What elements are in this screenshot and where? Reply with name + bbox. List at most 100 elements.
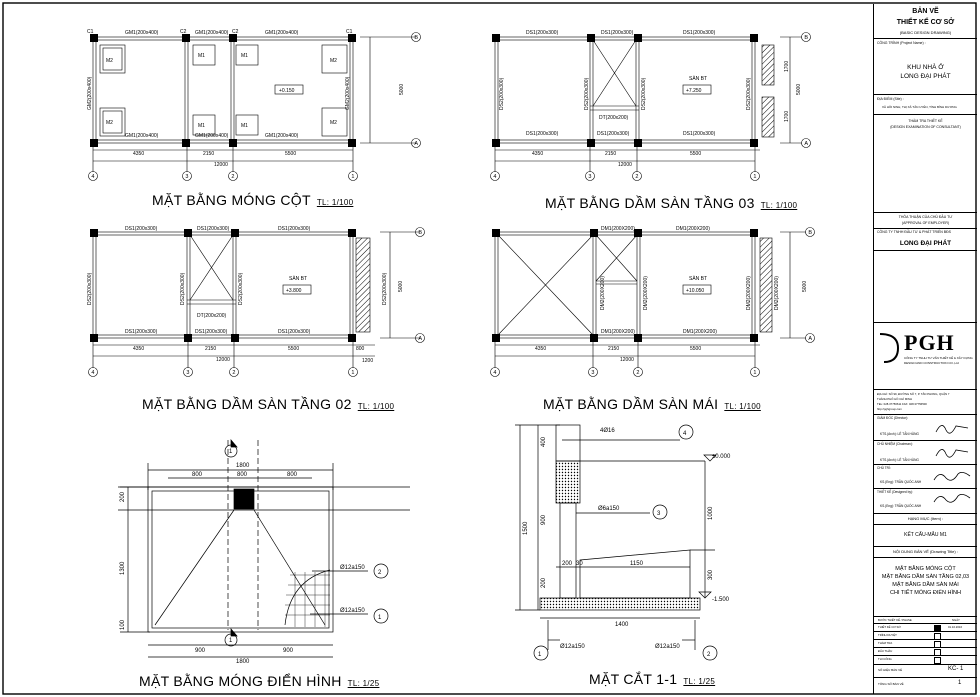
tb-label: THỎA THUẬN CỦA CHỦ ĐẦU TƯ [898,215,953,219]
rebar-label: Ø12a150 [655,644,680,650]
axis-bubble: 4 [91,370,94,376]
rebar-label: Ø6a150 [598,506,620,512]
beam-label: DS2(200x300) [238,272,244,305]
footing-label: M1 [241,123,248,129]
signer-role: GIÁM ĐỐC (Director): [877,416,909,420]
rebar-label: Ø12a150 [560,644,585,650]
section-marker: 1 [229,449,233,455]
beam-label: DS2(200x300) [499,77,505,110]
item-name: KẾT CẤU-MẪU M1 [904,532,947,538]
beam-label: DS1(200x300) [526,131,559,137]
tb-label: HẠNG MỤC (Item) : [907,516,944,521]
signer-name: KS.(Eng): TRẦN QUỐC ANH [880,480,922,484]
axis-bubble: B [808,230,812,236]
level-label: +10.050 [686,288,704,294]
axis-bubble: A [414,141,418,147]
dim-label: 12000 [620,357,634,363]
tb-label: (APPROVAL OF EMPLOYER) [901,221,950,225]
footing-label: M1 [198,123,205,129]
dim-label: 1500 [523,521,529,535]
phase-row: TRÌNH DUYỆT [878,633,897,637]
beam-label: DS1(200x300) [597,131,630,137]
column-label: C2 [232,29,239,35]
axis-bubble: 2 [636,370,639,376]
site: XÃ HỒI NINH, THỊ XÃ TÂN UYÊN, TỈNH BÌNH … [882,105,957,109]
dim-label: 400 [541,436,547,447]
beam-label: DS2(200x300) [382,272,388,305]
dim-label: 1400 [615,622,629,628]
dim-label: 800 [237,472,248,478]
beam-label: DM2(200X200) [774,276,780,310]
level-label: +0.150 [279,88,295,94]
section-detail: 4Ø16 Ø6a150 4 3 1 2 ±0.000 -1.500 400 90… [515,424,731,661]
tb-head: THIẾT KẾ CƠ SỞ [896,19,955,26]
beam-label: DS1(200x300) [197,226,230,232]
slab-label: SÀN BT [289,275,307,282]
phase-row: THI CÔNG [878,657,892,661]
owner: CÔNG TY TNHH ĐẦU TƯ & PHÁT TRIỂN BĐS [877,230,951,234]
phase-header: NGÀY [952,618,960,622]
dim-label: 2150 [205,346,216,352]
dim-label: 12000 [216,357,230,363]
axis-bubble: 3 [588,174,591,180]
dim-label: 300 [708,569,714,580]
phase-date: 01.10.2016 [948,625,962,629]
beam-label: DM1(200X200) [601,329,635,335]
dim-label: 5500 [288,346,299,352]
slab-label: SÀN BT [689,275,707,282]
axis-bubble: B [418,230,422,236]
plan-roof: DM1(200X200) DM1(200X200) DM1(200X200) D… [490,226,815,377]
dim-label: 4350 [532,151,543,157]
footing-label: M2 [330,120,337,126]
axis-bubble: 3 [186,370,189,376]
phase-row: ĐẤU THẦU [878,649,893,653]
axis-bubble: 4 [493,174,496,180]
signer-name: KTS.(Arch): LÊ TẤN HÙNG [880,458,919,462]
dim-label: 1000 [708,506,714,520]
beam-label: DM2(200X200) [600,276,606,310]
level-label: +7.250 [686,88,702,94]
axis-bubble: 1 [753,370,756,376]
rebar-label: 4Ø16 [600,428,615,434]
axis-bubble: A [808,336,812,342]
beam-label: DS2(200x300) [180,272,186,305]
footing-label: M1 [198,53,205,59]
rebar-tag: 1 [538,652,542,658]
dim-label: 900 [195,648,206,654]
beam-label: GM1(200x400) [265,30,299,36]
company-address: THÀNH PHỐ HỒ CHÍ MINH [877,397,912,401]
beam-label: GM1(200x400) [195,133,229,139]
dim-label: 5500 [285,151,296,157]
beam-label: DM2(200X200) [746,276,752,310]
beam-label: GM2(200x400) [87,76,93,110]
footing-label: M1 [241,53,248,59]
beam-label: DS1(200x300) [278,226,311,232]
dim-label: 5000 [399,84,405,95]
dim-label: 30 [576,561,583,567]
tb-label: THẨM TRA THIẾT KẾ [908,119,943,123]
dim-label: 200 [541,577,547,588]
dim-label: 5500 [690,151,701,157]
drawing-content: MẶT BẰNG DẦM SÀN MÁI [892,582,959,588]
company-name: CÔNG TY TNHH TƯ VẤN THIẾT KẾ & XÂY DỰNG [904,356,973,360]
axis-bubble: 2 [231,174,234,180]
rebar-tag: 2 [378,570,382,576]
footing-detail: 1 1 800 800 800 900 900 1800 1800 200 13… [118,439,410,665]
dim-label: 2150 [203,151,214,157]
signer-role: CHỦ NHIỆM (Chairman): [877,442,913,446]
column-label: C1 [346,29,353,35]
dim-label: 800 [287,472,298,478]
dim-label: 2150 [608,346,619,352]
dim-label: 5000 [796,84,802,95]
signer-role: CHỦ TRÌ: [877,466,891,470]
signer-name: KTS.(Arch): LÊ TẤN HÙNG [880,432,919,436]
level-label: -1.500 [712,597,730,603]
company-logo [879,333,900,363]
beam-label: DS1(200x300) [683,131,716,137]
dim-label: 5500 [690,346,701,352]
beam-label: DM2(200X200) [643,276,649,310]
company-address: http://pghgroup.com [877,407,902,411]
axis-bubble: 1 [351,174,354,180]
